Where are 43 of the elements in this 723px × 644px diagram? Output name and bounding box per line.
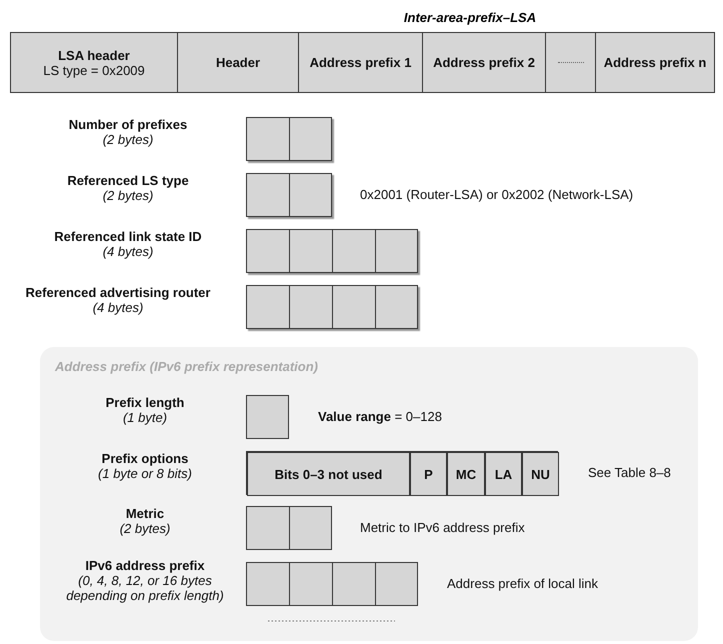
field-cell: Bits 0–3 not used xyxy=(247,452,410,496)
byte-field xyxy=(246,173,332,217)
field-cell: Address prefix 2 xyxy=(422,32,545,93)
byte-field xyxy=(246,229,418,273)
field-size: (2 bytes) xyxy=(102,188,154,203)
field-note: Metric to IPv6 address prefix xyxy=(360,520,525,535)
field-size: (0, 4, 8, 12, or 16 bytes depending on prefix length) xyxy=(65,573,225,603)
field-size: (2 bytes) xyxy=(118,521,172,536)
byte-field xyxy=(246,285,418,329)
field-size: (2 bytes) xyxy=(102,132,154,147)
section-heading: Address prefix (IPv6 prefix representation) xyxy=(55,359,318,374)
field-note: Value range = 0–128 xyxy=(318,409,442,424)
field-name: Number of prefixes xyxy=(68,117,188,132)
field-cell: Address prefix 1 xyxy=(298,32,422,93)
field-name: Referenced advertising router xyxy=(24,285,212,300)
field-cell: NU xyxy=(522,452,559,496)
field-note: 0x2001 (Router-LSA) or 0x2002 (Network-LSA) xyxy=(360,187,634,202)
byte-field xyxy=(246,117,332,161)
field-size: (4 bytes) xyxy=(92,300,144,315)
field-cell: Address prefix n xyxy=(595,32,715,93)
field-size: (4 bytes) xyxy=(102,244,154,259)
byte-field xyxy=(246,506,332,550)
field-cell: MC xyxy=(447,452,485,496)
field-name: Prefix length xyxy=(104,395,186,410)
field-name: IPv6 address prefix xyxy=(84,558,206,573)
field-name: Prefix options xyxy=(100,451,190,466)
field-note: See Table 8–8 xyxy=(588,465,671,480)
bit-field xyxy=(246,451,558,495)
field-size: (1 byte) xyxy=(122,410,168,425)
field-cell: LA xyxy=(485,452,522,496)
field-note: Address prefix of local link xyxy=(447,576,598,591)
ellipsis-cell xyxy=(545,32,595,93)
section-panel xyxy=(40,347,698,641)
field-size: (1 byte or 8 bits) xyxy=(97,466,193,481)
diagram-title: Inter-area-prefix–LSA xyxy=(402,10,538,25)
field-cell: LSA header LS type = 0x2009 xyxy=(10,32,177,93)
field-name: Referenced link state ID xyxy=(53,229,203,244)
field-cell: P xyxy=(410,452,447,496)
byte-field xyxy=(246,395,289,439)
field-cell: Header xyxy=(177,32,298,93)
field-name: Metric xyxy=(124,506,166,521)
field-name: Referenced LS type xyxy=(66,173,190,188)
byte-field xyxy=(246,562,418,606)
